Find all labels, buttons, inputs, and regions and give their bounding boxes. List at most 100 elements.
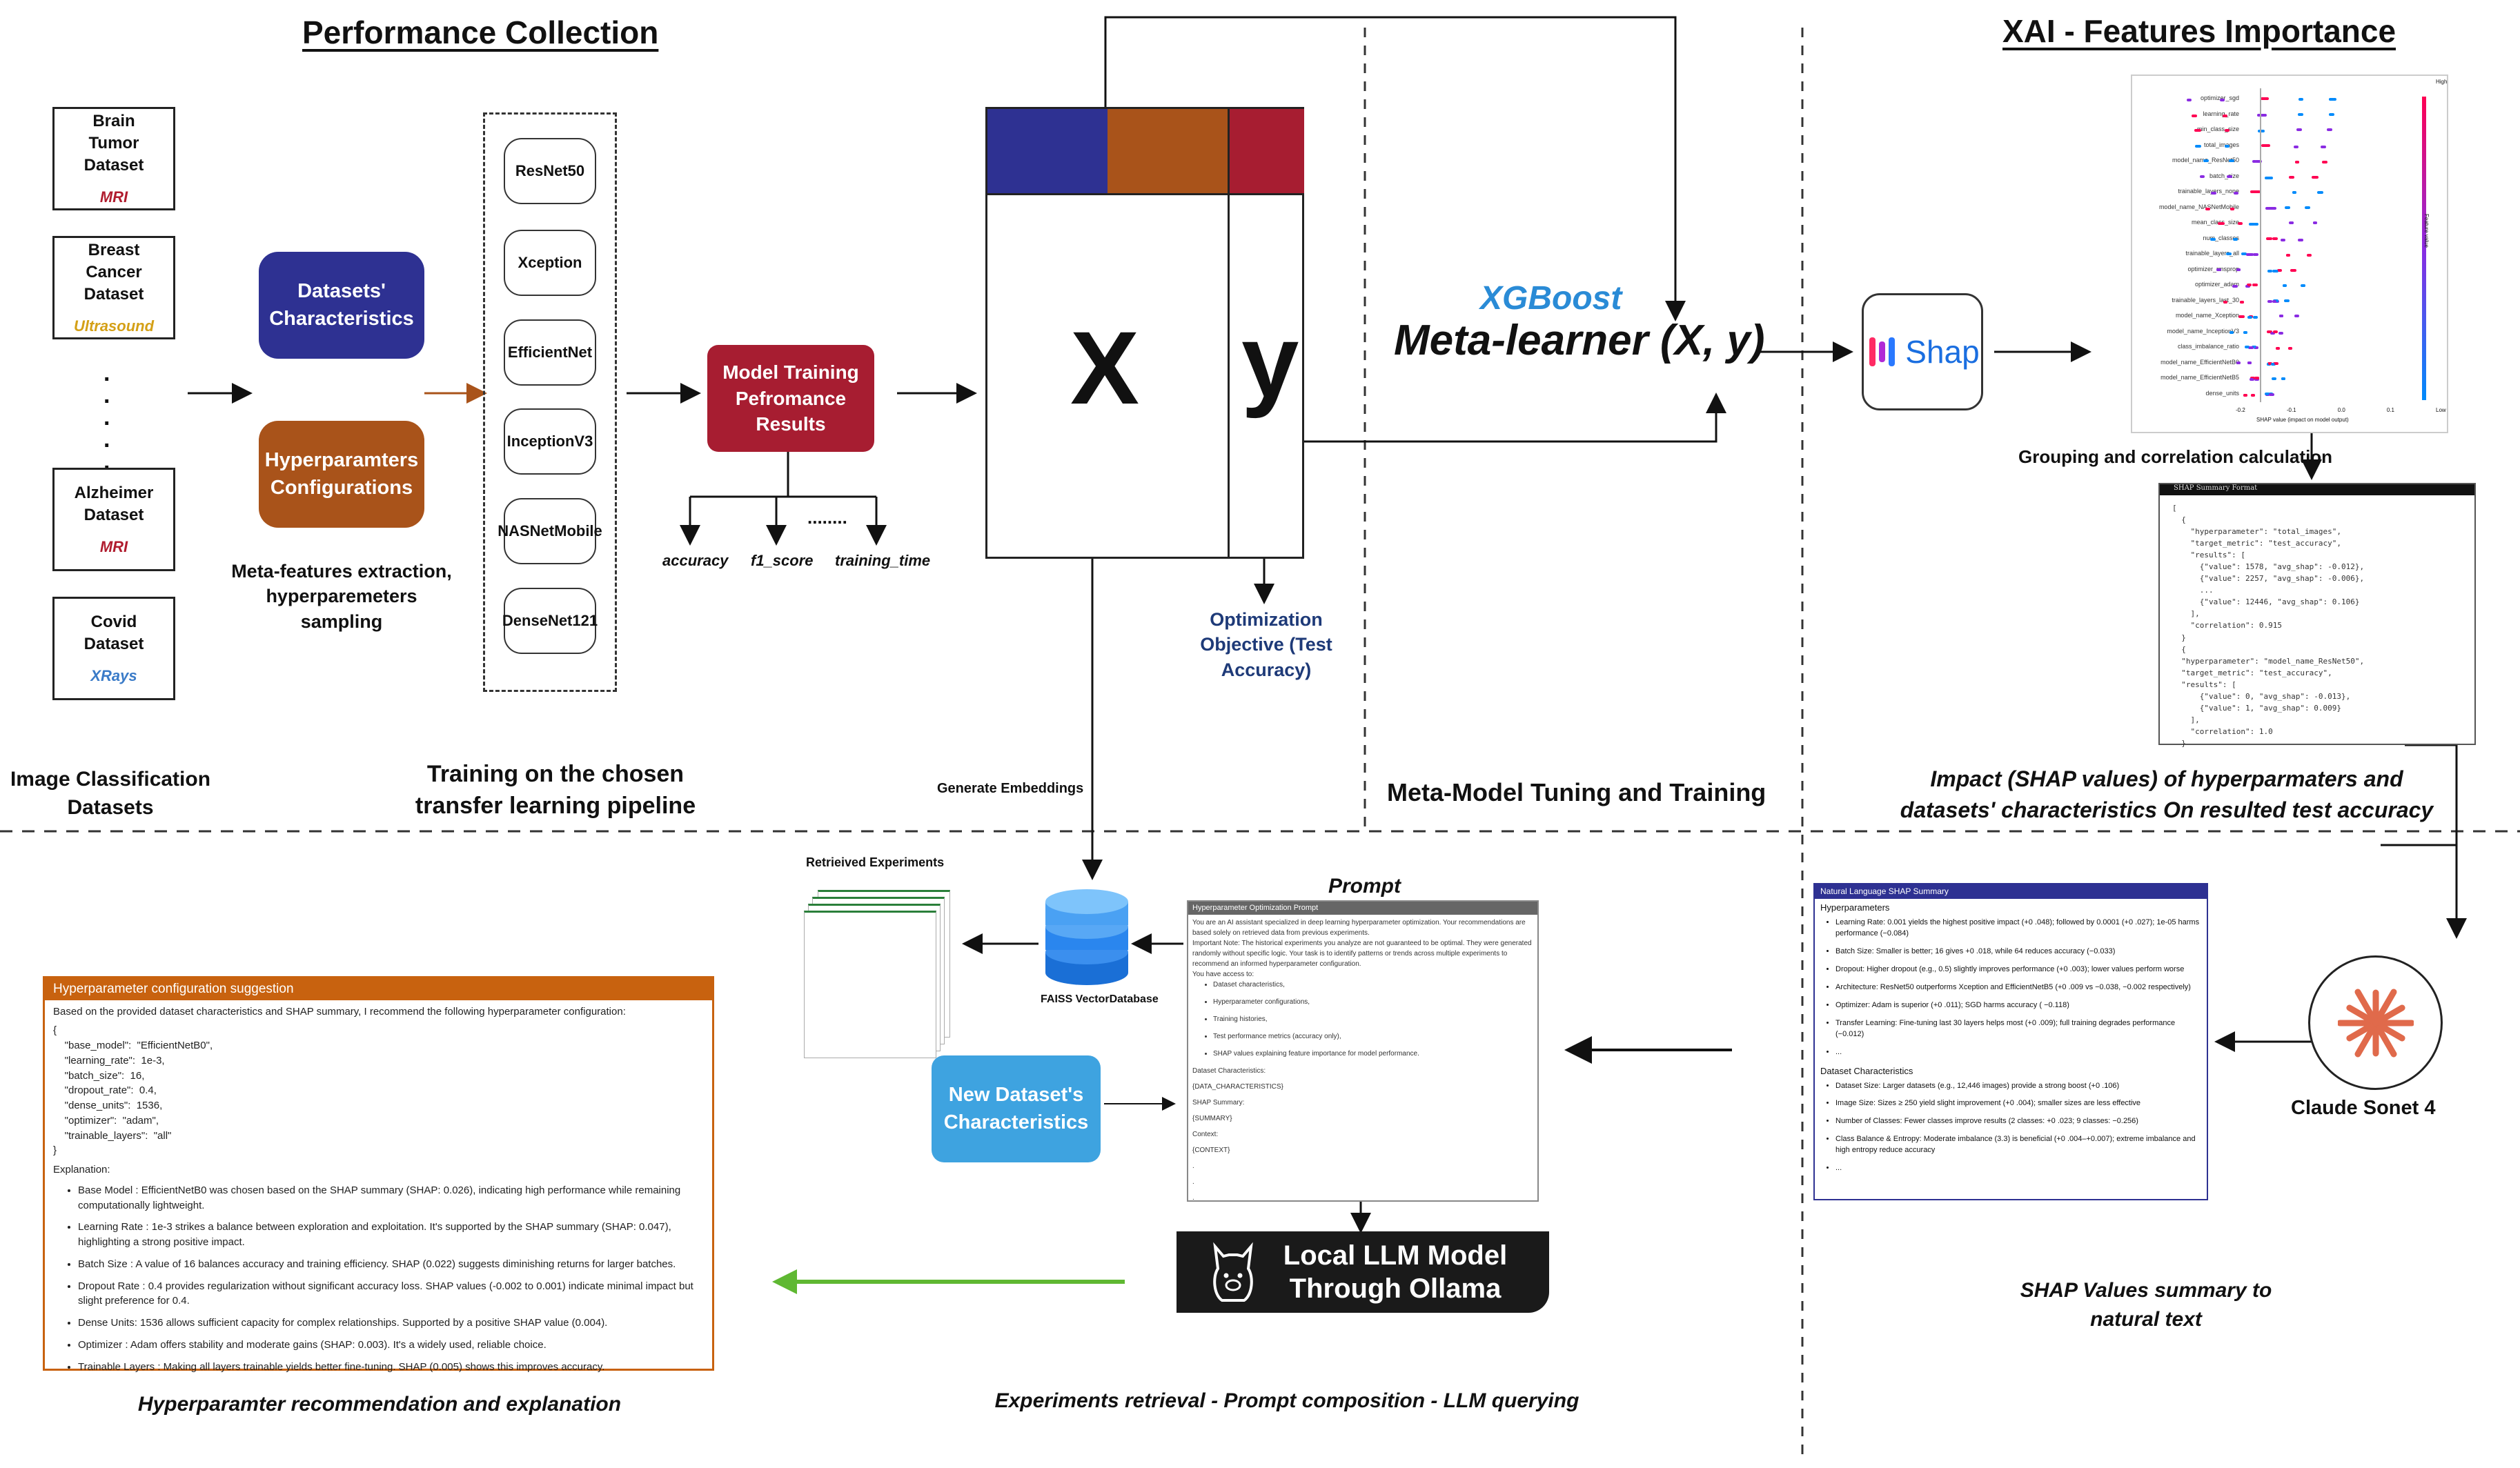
- prompt-tail-line: Dataset Characteristics:: [1192, 1067, 1266, 1075]
- shap-dot: [2249, 253, 2254, 256]
- shap-feature-label: total_images: [2203, 141, 2239, 148]
- heading-xai: XAI - Features Importance: [2002, 13, 2396, 49]
- arrow-y-to-learner: [1301, 393, 1726, 443]
- shap-logo-icon: [1869, 337, 1896, 366]
- nl-data-item: Dataset Size: Larger datasets (e.g., 12,…: [1835, 1081, 2201, 1092]
- metric-training-time: training_time: [835, 552, 931, 569]
- shap-dot: [2245, 285, 2250, 288]
- impact-caption: Impact (SHAP values) of hyperparmaters a…: [1900, 766, 2434, 822]
- shap-dot: [2274, 361, 2278, 365]
- prompt-access: You have access to:: [1192, 970, 1254, 978]
- suggestion-panel: Hyperparameter configuration suggestion …: [43, 976, 714, 1373]
- shap-dot: [2247, 284, 2252, 286]
- shap-dot: [2257, 113, 2262, 117]
- suggestion-item: Base Model : EfficientNetB0 was chosen b…: [78, 1183, 704, 1213]
- prompt-note: Important Note: The historical experimen…: [1192, 939, 1532, 968]
- shap-dot: [2253, 316, 2258, 319]
- shap-dot: [2263, 97, 2268, 100]
- shap-feature-label: model_name_NASNetMobile: [2158, 203, 2239, 210]
- retrieved-label: Retrieived Experiments: [806, 855, 945, 869]
- dataset-name: Alzheimer Dataset: [74, 483, 154, 525]
- shap-dot: [2233, 192, 2238, 195]
- shap-dot: [2205, 207, 2210, 210]
- nl-hyper-heading: Hyperparameters: [1820, 902, 1890, 913]
- prompt-tail-line: .: [1192, 1162, 1194, 1170]
- shap-feature-label: trainable_layers_last_30: [2172, 296, 2239, 304]
- matrix-hyper-block: [1108, 109, 1228, 193]
- arrow-summary-claude: [2381, 744, 2458, 846]
- shap-dot: [2237, 222, 2242, 225]
- shap-dot: [2286, 254, 2291, 257]
- nl-hyper-item: Learning Rate: 0.001 yields the highest …: [1835, 918, 2201, 940]
- shap-feature-label: optimizer_rmsprop: [2187, 265, 2239, 272]
- shap-dot: [2267, 361, 2272, 365]
- arrow-x-to-learner: [1104, 16, 1686, 321]
- shap-dot: [2272, 237, 2276, 240]
- shap-dot: [2233, 237, 2238, 241]
- matrix-x-label: X: [1070, 310, 1140, 426]
- arch-xception: Xception: [504, 230, 596, 296]
- shap-dot: [2225, 144, 2229, 148]
- shap-dot: [2268, 176, 2273, 179]
- shap-dot: [2312, 221, 2317, 224]
- prompt-label: Prompt: [1328, 875, 1401, 897]
- shap-feature-label: model_name_ResNet50: [2132, 157, 2239, 163]
- shap-dot: [2281, 238, 2286, 241]
- matrix-dataset-block: [987, 109, 1108, 193]
- claude-label: Claude Sonet 4: [2291, 1097, 2436, 1119]
- claude-burst-icon: [2337, 989, 2414, 1057]
- shap-dot: [2294, 161, 2299, 163]
- prompt-item: Test performance metrics (accuracy only)…: [1213, 1031, 1533, 1042]
- xgboost-label: XGBoost: [1480, 280, 1622, 317]
- nl-data-list: Dataset Size: Larger datasets (e.g., 12,…: [1820, 1081, 2201, 1175]
- nl-hyper-item: Optimizer: Adam is superior (+0 .011); S…: [1835, 1000, 2201, 1011]
- shap-feature-label: model_name_EfficientNetB5: [2160, 374, 2239, 381]
- llm-caption: Experiments retrieval - Prompt compositi…: [994, 1389, 1579, 1412]
- shap-dot: [2322, 145, 2327, 148]
- shap-dot: [2211, 237, 2216, 241]
- shap-dot: [2249, 346, 2254, 349]
- prompt-item: Dataset characteristics,: [1213, 980, 1533, 990]
- shap-dot: [2254, 378, 2259, 381]
- shap-high: High: [2436, 79, 2448, 85]
- shap-dot: [2254, 223, 2259, 226]
- shap-dot: [2216, 268, 2221, 271]
- prompt-box: Hyperparameter Optimization Prompt You a…: [1187, 900, 1539, 1202]
- shap-feature-label: trainable_layers_all: [2185, 250, 2239, 257]
- shap-feature-label: dense_units: [2205, 389, 2239, 397]
- arch-inceptionv3: InceptionV3: [504, 408, 596, 475]
- shap-low: Low: [2436, 407, 2446, 413]
- matrix-y-label: y: [1241, 303, 1299, 419]
- arch-nasnetmobile: NASNetMobile: [498, 498, 602, 564]
- shap-logo-box: Shap: [1862, 293, 1983, 410]
- shap-dot: [2272, 269, 2277, 272]
- shap-dot: [2227, 175, 2232, 178]
- shap-dot: [2265, 206, 2270, 210]
- shap-dot: [2294, 145, 2298, 148]
- arch-efficientnet: EfficientNet: [504, 319, 596, 386]
- arch-densenet121: DenseNet121: [502, 588, 598, 654]
- claude-logo: [2308, 955, 2443, 1090]
- shap-dot: [2267, 269, 2272, 272]
- local-llm-box: Local LLM Model Through Ollama: [1177, 1231, 1549, 1313]
- nl-hyper-item: Architecture: ResNet50 outperforms Xcept…: [1835, 982, 2201, 993]
- shap-dot: [2247, 361, 2252, 364]
- shap-dot: [2252, 160, 2257, 163]
- dataset-modality: XRays: [90, 666, 137, 684]
- shap-feature-label: num_classes: [2203, 234, 2239, 241]
- local-llm-label: Local LLM Model Through Ollama: [1283, 1240, 1508, 1304]
- shap-dot: [2220, 99, 2225, 101]
- shap-dot: [2298, 238, 2303, 241]
- dataset-modality: Ultrasound: [73, 317, 155, 335]
- heading-performance: Performance Collection: [302, 14, 659, 50]
- prompt-title: Hyperparameter Optimization Prompt: [1188, 902, 1537, 915]
- shap-dot: [2270, 331, 2275, 335]
- shap-colorbar: [2422, 97, 2426, 400]
- shap-dot: [2305, 206, 2310, 209]
- shap-dot: [2267, 299, 2272, 303]
- shap-dot: [2322, 161, 2327, 163]
- shap-dot: [2259, 113, 2264, 117]
- retrieved-stack: [804, 890, 950, 1058]
- grouping-label: Grouping and correlation calculation: [2018, 446, 2333, 467]
- shap-dot: [2236, 361, 2241, 364]
